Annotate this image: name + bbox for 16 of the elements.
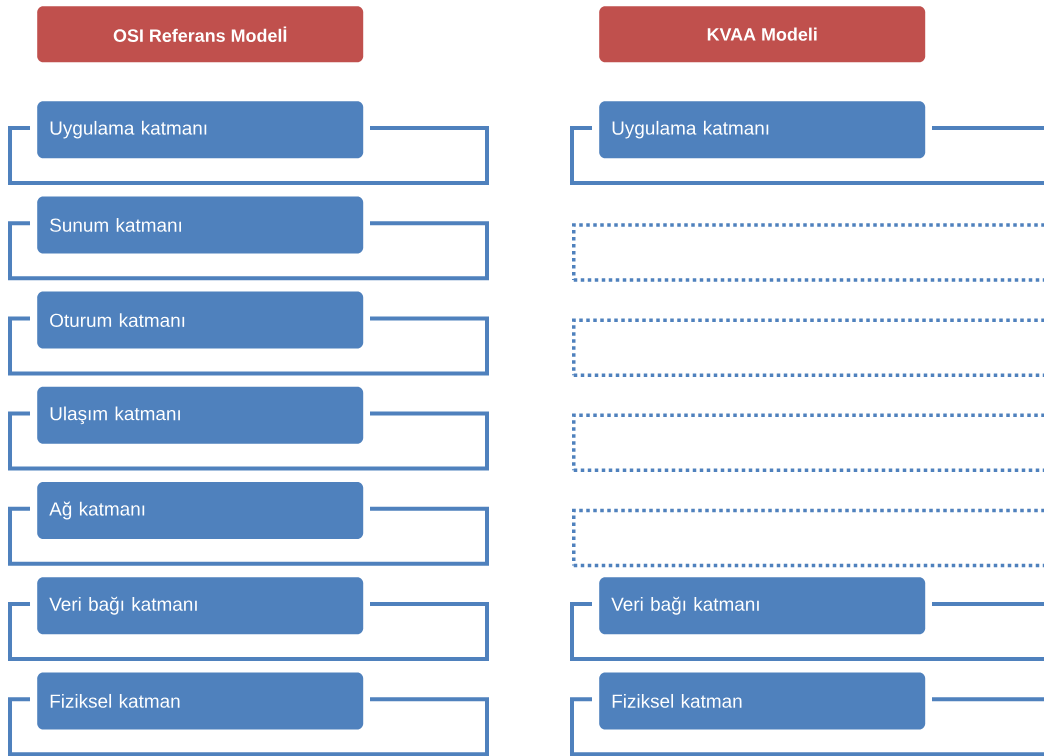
layer-box: Uygulama katmanı <box>599 101 926 159</box>
layer-box: Ulaşım katmanı <box>37 386 364 444</box>
layer-box: Uygulama katmanı <box>37 101 364 159</box>
title-box: OSI Referans Modelİ <box>37 6 364 63</box>
dotted-frame <box>572 223 1044 282</box>
dotted-frame <box>572 508 1044 568</box>
layer-box: Veri bağı katmanı <box>599 577 926 635</box>
dotted-frame <box>572 318 1044 377</box>
layer-box: Fiziksel katman <box>37 672 364 730</box>
dotted-frame <box>572 413 1044 473</box>
title-box: KVAA Modeli <box>599 6 926 63</box>
layer-box: Veri bağı katmanı <box>37 577 364 635</box>
layer-box: Oturum katmanı <box>37 291 364 349</box>
layer-box: Ağ katmanı <box>37 482 364 539</box>
layer-box: Sunum katmanı <box>37 196 364 254</box>
layer-box: Fiziksel katman <box>599 672 926 730</box>
